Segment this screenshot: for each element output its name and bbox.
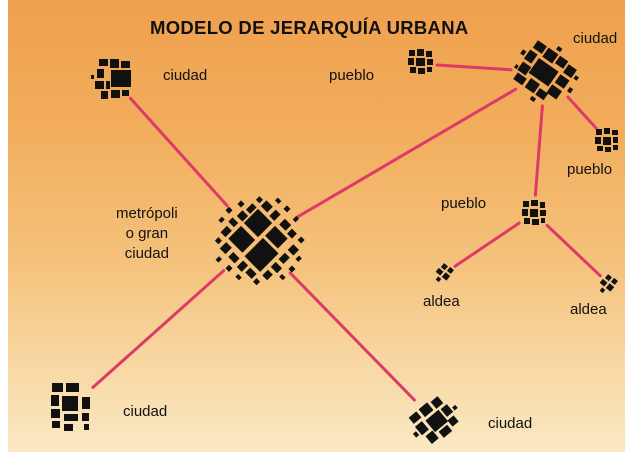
link-ciudad-top-right-to-pueblo-right <box>566 95 598 130</box>
label-ciudad-top-left: ciudad <box>163 67 208 84</box>
ciudad-top-left-node <box>91 59 131 99</box>
link-metropoli-to-ciudad-top-left <box>128 96 229 208</box>
ciudad-top-right-node <box>513 40 579 102</box>
aldea-left-node <box>435 263 454 283</box>
label-metropoli-line2: o gran <box>125 225 169 242</box>
label-aldea-left: aldea <box>423 293 460 310</box>
pueblo-right-node <box>595 128 618 152</box>
link-pueblo-middle-to-aldea-left <box>453 221 521 268</box>
label-ciudad-bottom-middle: ciudad <box>488 415 533 432</box>
label-pueblo-middle: pueblo <box>441 195 487 212</box>
link-metropoli-to-ciudad-top-right <box>296 87 518 219</box>
ciudad-bottom-left-node <box>51 383 90 431</box>
aldea-right-node <box>599 274 618 294</box>
link-ciudad-top-right-to-pueblo-middle <box>533 104 544 197</box>
label-metropoli-line1: metrópoli <box>116 205 178 222</box>
label-ciudad-bottom-left: ciudad <box>123 403 168 420</box>
label-pueblo-right: pueblo <box>567 161 613 178</box>
link-metropoli-to-ciudad-bottom-middle <box>288 271 416 402</box>
metropoli-node <box>214 196 305 286</box>
link-ciudad-top-right-to-pueblo-top <box>435 63 513 72</box>
link-pueblo-middle-to-aldea-right <box>545 223 602 278</box>
label-metropoli: metrópoli o gran ciudad <box>116 204 178 264</box>
label-aldea-right: aldea <box>570 301 607 318</box>
label-pueblo-top: pueblo <box>329 67 375 84</box>
pueblo-top-node <box>408 49 433 74</box>
label-ciudad-top-right: ciudad <box>573 30 618 47</box>
link-metropoli-to-ciudad-bottom-left <box>91 269 226 389</box>
pueblo-middle-node <box>522 200 546 225</box>
ciudad-bottom-middle-node <box>408 396 459 444</box>
diagram-title: MODELO DE JERARQUÍA URBANA <box>150 17 469 38</box>
label-metropoli-line3: ciudad <box>124 245 169 262</box>
